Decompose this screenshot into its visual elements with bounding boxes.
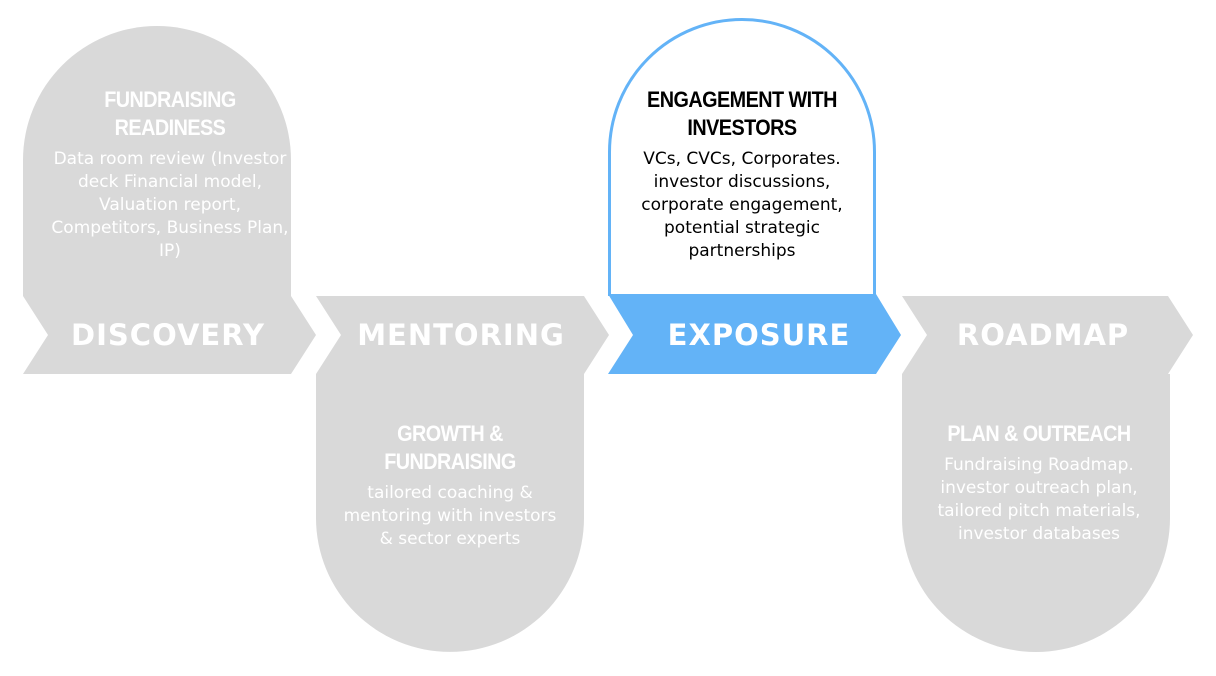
discovery-chevron bbox=[23, 296, 316, 374]
discovery-card-shape bbox=[23, 26, 291, 296]
mentoring-card-description: tailored coaching & mentoring with inves… bbox=[343, 483, 557, 549]
exposure-card: ENGAGEMENT WITH INVESTORS VCs, CVCs, Cor… bbox=[624, 86, 860, 263]
discovery-card: FUNDRAISING READINESS Data room review (… bbox=[48, 86, 292, 263]
mentoring-card: GROWTH & FUNDRAISING tailored coaching &… bbox=[341, 420, 559, 551]
roadmap-card-title: PLAN & OUTREACH bbox=[947, 421, 1131, 446]
roadmap-card-shape bbox=[902, 374, 1170, 652]
mentoring-chevron bbox=[316, 296, 609, 374]
mentoring-card-shape bbox=[316, 374, 584, 652]
exposure-card-shape bbox=[608, 18, 876, 296]
exposure-card-title: ENGAGEMENT WITH INVESTORS bbox=[647, 87, 837, 140]
discovery-card-title: FUNDRAISING READINESS bbox=[104, 87, 236, 140]
exposure-chevron bbox=[608, 294, 901, 374]
discovery-card-description: Data room review (Investor deck Financia… bbox=[51, 149, 289, 261]
stage-label-roadmap: ROADMAP bbox=[956, 318, 1130, 352]
mentoring-card-title: GROWTH & FUNDRAISING bbox=[384, 421, 516, 474]
roadmap-chevron bbox=[902, 296, 1193, 374]
exposure-card-description: VCs, CVCs, Corporates. investor discussi… bbox=[641, 149, 843, 261]
stage-label-mentoring: MENTORING bbox=[357, 318, 565, 352]
roadmap-card-description: Fundraising Roadmap. investor outreach p… bbox=[937, 455, 1141, 544]
stage-label-exposure: EXPOSURE bbox=[667, 318, 851, 352]
roadmap-card: PLAN & OUTREACH Fundraising Roadmap. inv… bbox=[918, 420, 1160, 546]
stage-label-discovery: DISCOVERY bbox=[71, 318, 265, 352]
